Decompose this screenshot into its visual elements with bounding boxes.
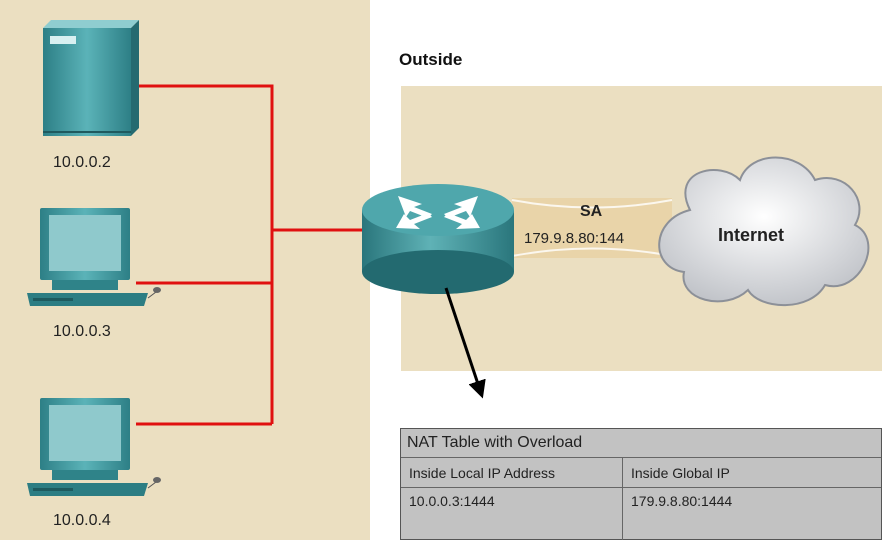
nat-arrow — [444, 287, 486, 399]
nat-table: NAT Table with Overload Inside Local IP … — [400, 428, 882, 540]
column-header: Inside Local IP Address — [401, 458, 623, 488]
packet-source-label: SA — [580, 203, 603, 220]
host-address-label: 10.0.0.3 — [53, 323, 111, 340]
inside-local-cell: 10.0.0.3:1444 — [401, 488, 623, 540]
nat-table-header: Inside Local IP Address Inside Global IP — [401, 458, 881, 488]
inside-global-cell: 179.9.8.80:1444 — [631, 493, 733, 509]
host-address-label: 10.0.0.4 — [53, 512, 111, 529]
packet-address: 179.9.8.80:144 — [524, 230, 625, 247]
nat-table-title: NAT Table with Overload — [401, 429, 881, 458]
workstation-icon — [27, 208, 161, 306]
server-icon — [43, 20, 139, 136]
packet-band — [511, 198, 673, 258]
table-row: 10.0.0.3:1444 179.9.8.80:1444 — [401, 488, 881, 540]
router-icon — [362, 184, 514, 294]
host-address-label: 10.0.0.2 — [53, 154, 111, 171]
column-header: Inside Global IP — [623, 458, 881, 488]
network-links — [128, 84, 366, 426]
link-server — [128, 84, 274, 424]
workstation-icon — [27, 398, 161, 496]
outside-label: Outside — [399, 50, 463, 69]
cloud-icon — [658, 156, 870, 307]
cloud-label: Internet — [718, 225, 785, 245]
